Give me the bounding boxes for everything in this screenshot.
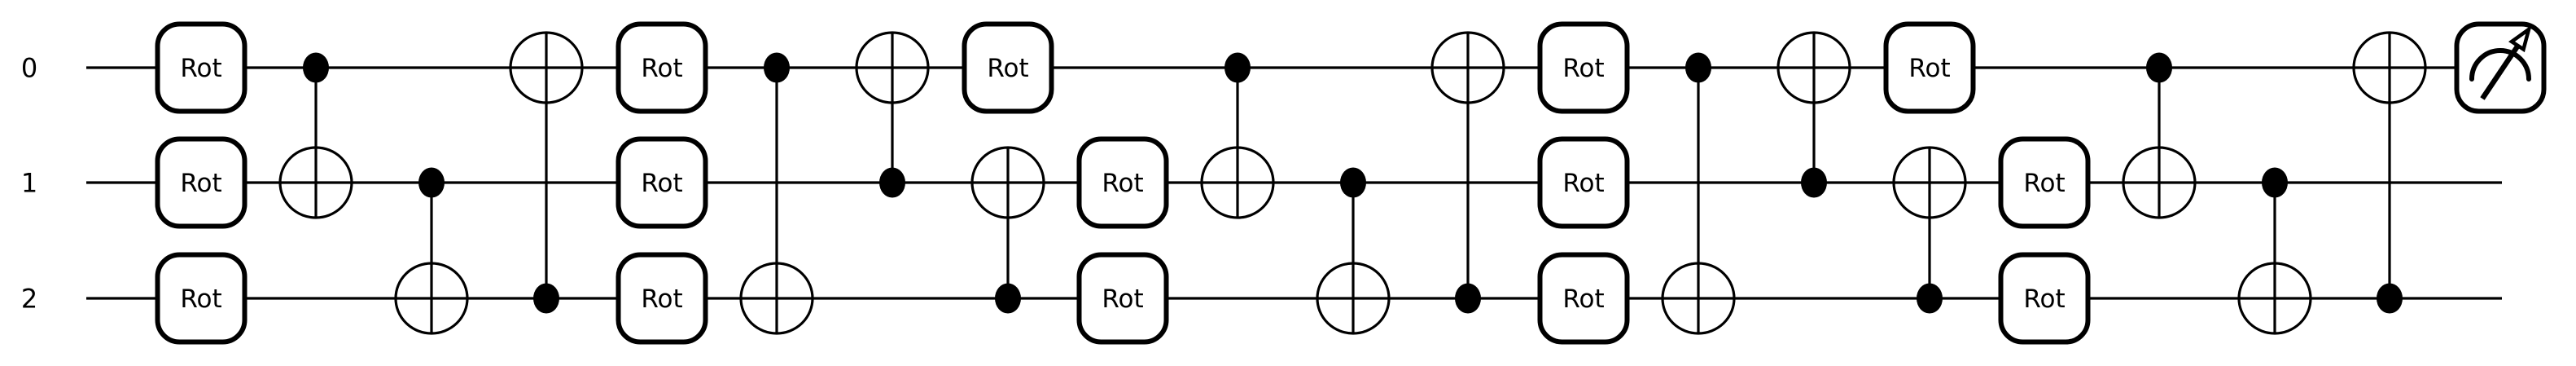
cnot-target-icon (394, 262, 469, 335)
gauge-needle-head (2508, 24, 2532, 53)
cnot-control-dot (303, 52, 329, 83)
rot-gate: Rot (1537, 21, 1630, 114)
rot-gate-label: Rot (2023, 169, 2065, 198)
rot-gate: Rot (155, 21, 248, 114)
rot-gate-box (1537, 21, 1630, 114)
cnot-gate (1430, 31, 1505, 314)
rot-gate-label: Rot (1102, 169, 1143, 198)
cnot-target-icon (1316, 262, 1391, 335)
cnot-control-dot (2146, 52, 2172, 83)
cnot-target-icon (509, 31, 584, 104)
cnot-target-icon (1776, 31, 1851, 104)
rot-gate-label: Rot (641, 169, 682, 198)
rot-gate: Rot (616, 21, 708, 114)
cnot-gate (278, 52, 353, 219)
cnot-target-icon (739, 262, 814, 335)
rot-gate-box (1998, 136, 2091, 229)
cnot-gate (394, 167, 469, 335)
rot-gate: Rot (962, 21, 1054, 114)
rot-gate-label: Rot (1562, 169, 1604, 198)
wire-label-0: 0 (21, 53, 37, 84)
cnot-control-dot (418, 167, 445, 198)
cnot-target-icon (2352, 31, 2427, 104)
rot-gate: Rot (1537, 252, 1630, 345)
rot-gate-box (616, 252, 708, 345)
rot-gate: Rot (1998, 136, 2091, 229)
cnot-gate (1316, 167, 1391, 335)
cnot-control-dot (995, 283, 1021, 314)
rot-gate: Rot (1076, 136, 1169, 229)
cnot-gate (970, 146, 1045, 314)
rot-gate-label: Rot (2023, 284, 2065, 314)
rot-gate-box (1076, 252, 1169, 345)
cnot-target-icon (1892, 146, 1967, 219)
rot-gate-label: Rot (1562, 54, 1604, 83)
cnot-target-icon (1200, 146, 1275, 219)
rot-gate-box (155, 136, 248, 229)
cnot-gate (1661, 52, 1736, 335)
wire-label-2: 2 (21, 284, 37, 315)
cnot-gate (855, 31, 930, 198)
rot-gate-box (1537, 252, 1630, 345)
rot-gate: Rot (1076, 252, 1169, 345)
cnot-control-dot (1801, 167, 1827, 198)
cnot-target-icon (2237, 262, 2312, 335)
rot-gate: Rot (1883, 21, 1976, 114)
rot-gate-box (616, 21, 708, 114)
measurement-gauge-icon (2469, 24, 2532, 100)
rot-gate-label: Rot (1908, 54, 1950, 83)
cnot-target-icon (2122, 146, 2197, 219)
rot-gate-label: Rot (641, 54, 682, 83)
cnot-gate (1200, 52, 1275, 219)
rot-gate-box (616, 136, 708, 229)
rot-gate: Rot (155, 252, 248, 345)
cnot-gate (2237, 167, 2312, 335)
rot-gate: Rot (616, 136, 708, 229)
rot-gate-label: Rot (641, 284, 682, 314)
cnot-control-dot (2262, 167, 2288, 198)
gauge-needle (2480, 42, 2521, 100)
rot-gate: Rot (1537, 136, 1630, 229)
cnot-gate (739, 52, 814, 335)
cnot-gate (2122, 52, 2197, 219)
cnot-control-dot (1917, 283, 1943, 314)
cnot-target-icon (855, 31, 930, 104)
cnot-control-dot (1224, 52, 1251, 83)
rot-gate-label: Rot (180, 284, 221, 314)
measure-gate (2454, 21, 2547, 114)
cnot-target-icon (1661, 262, 1736, 335)
rot-gate-box (962, 21, 1054, 114)
rot-gate-label: Rot (1102, 284, 1143, 314)
rot-gate-box (1883, 21, 1976, 114)
cnot-control-dot (533, 283, 559, 314)
rot-gate-label: Rot (1562, 284, 1604, 314)
gauge-arc (2469, 48, 2531, 82)
rot-gate: Rot (1998, 252, 2091, 345)
cnot-target-icon (970, 146, 1045, 219)
rot-gate-box (1998, 252, 2091, 345)
rot-gate-box (1537, 136, 1630, 229)
rot-gate-box (155, 252, 248, 345)
cnot-control-dot (1455, 283, 1481, 314)
cnot-gate (2352, 31, 2427, 314)
cnot-control-dot (2377, 283, 2403, 314)
rot-gate-label: Rot (180, 54, 221, 83)
cnot-gate (1892, 146, 1967, 314)
cnot-control-dot (764, 52, 790, 83)
rot-gate-label: Rot (987, 54, 1028, 83)
rot-gate: Rot (155, 136, 248, 229)
rot-gate-box (155, 21, 248, 114)
rot-gate-box (1076, 136, 1169, 229)
wire-label-1: 1 (21, 168, 37, 199)
cnot-gate (1776, 31, 1851, 198)
cnot-gate (509, 31, 584, 314)
rot-gate-label: Rot (180, 169, 221, 198)
cnot-control-dot (1340, 167, 1366, 198)
cnot-target-icon (278, 146, 353, 219)
cnot-control-dot (879, 167, 905, 198)
rot-gate: Rot (616, 252, 708, 345)
cnot-control-dot (1685, 52, 1711, 83)
cnot-target-icon (1430, 31, 1505, 104)
